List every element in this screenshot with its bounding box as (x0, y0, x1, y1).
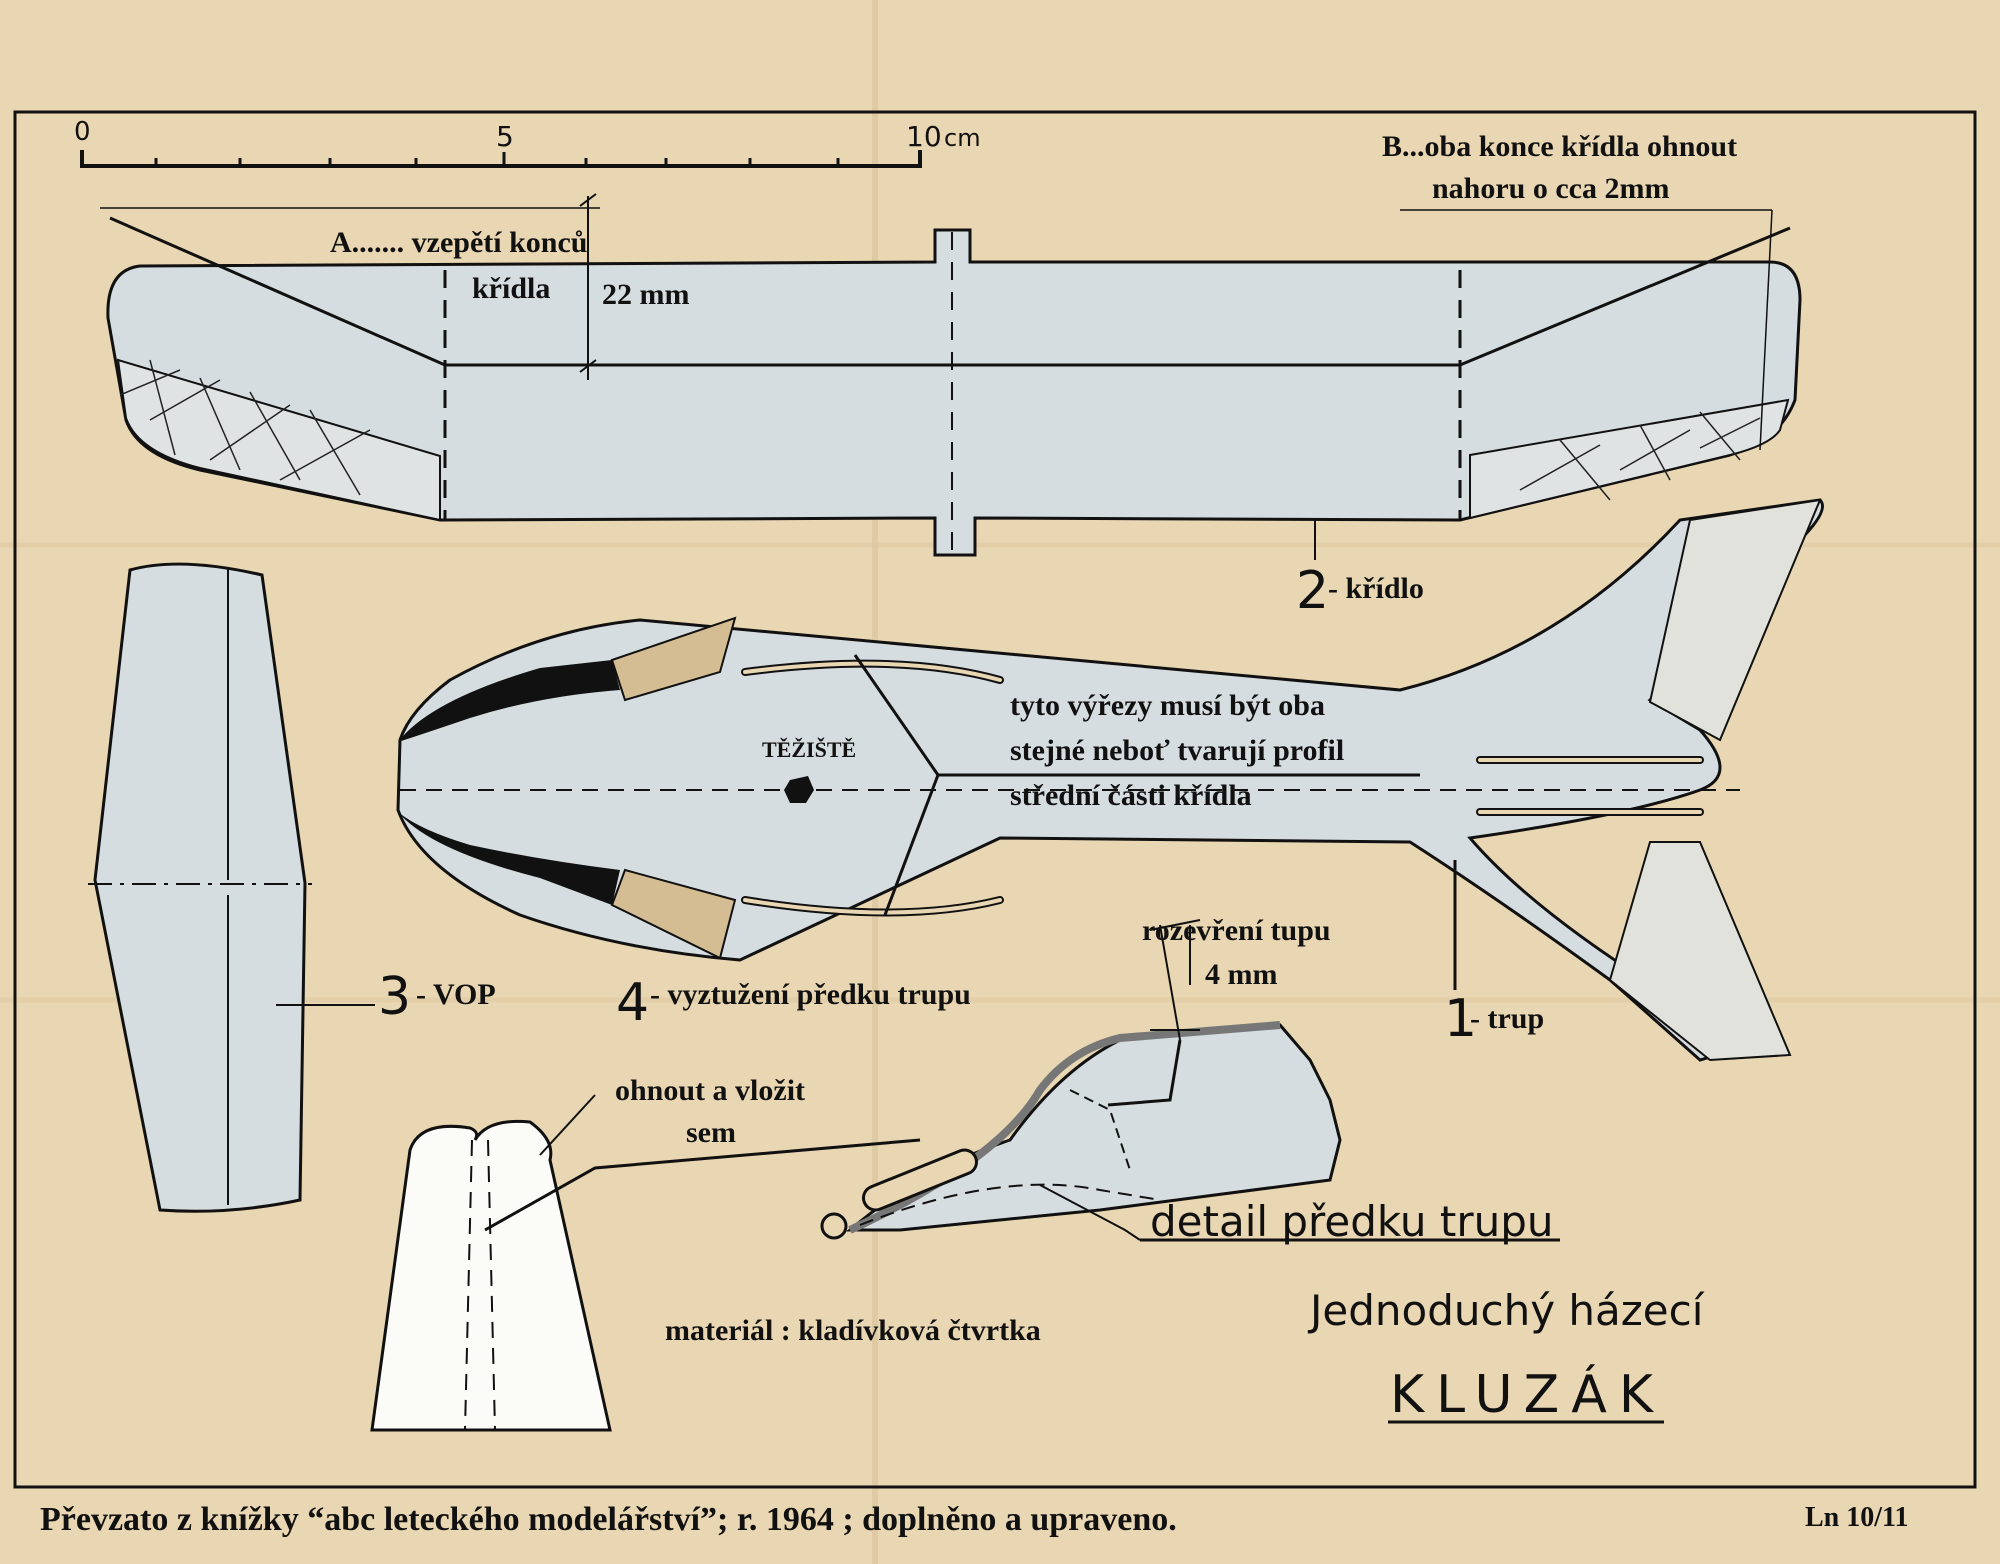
part-2-name: - křídlo (1328, 572, 1424, 605)
stabilizer-part (88, 562, 375, 1213)
reinforcement-upper (610, 616, 737, 702)
annotation-opening-line1: rozevření tupu (1142, 914, 1331, 947)
detail-label: detail předku trupu (1150, 1197, 1554, 1246)
annotation-cutouts-line1: tyto výřezy musí být oba (1010, 689, 1325, 722)
scale-bar: 0 5 10 cm (74, 117, 981, 168)
reinforcement-part (370, 1094, 921, 1432)
footer-code: Ln 10/11 (1805, 1502, 1908, 1533)
title-line2: KLUZÁK (1390, 1364, 1665, 1425)
part-4-number: 4 (616, 973, 649, 1033)
annotation-b-line2: nahoru o cca 2mm (1432, 172, 1669, 205)
part-2-number: 2 (1296, 561, 1329, 621)
annotation-a-dimension: 22 mm (602, 278, 689, 311)
nose-black-lower (398, 812, 620, 905)
annotation-a-line1: A....... vzepětí konců (330, 226, 588, 259)
part-4-name: - vyztužení předku trupu (650, 978, 971, 1011)
part-1-name: - trup (1470, 1002, 1544, 1035)
drawing-frame (13, 110, 1977, 1489)
annotation-material: materiál : kladívková čtvrtka (665, 1314, 1041, 1347)
annotation-cg: TĚŽIŠTĚ (762, 737, 856, 762)
scale-unit: cm (944, 124, 981, 152)
part-3-name: - VOP (416, 978, 496, 1011)
annotation-bend-line2: sem (686, 1116, 736, 1149)
annotation-bend-line1: ohnout a vložit (615, 1074, 805, 1107)
wing-part (100, 193, 1802, 557)
scale-label-0: 0 (74, 117, 91, 147)
scale-label-10: 10 (906, 120, 942, 153)
reinforcement-lower (610, 868, 737, 960)
nose-black-upper (398, 660, 620, 742)
part-1-number: 1 (1444, 989, 1477, 1049)
annotation-opening-line2: 4 mm (1205, 958, 1277, 991)
nose-detail-drawing (820, 919, 1560, 1242)
cg-marker (784, 776, 814, 803)
scale-label-5: 5 (496, 120, 514, 153)
title-line1: Jednoduchý házecí (1307, 1286, 1705, 1335)
annotation-b-line1: B...oba konce křídla ohnout (1382, 130, 1737, 163)
annotation-cutouts-line3: střední části křídla (1010, 779, 1252, 812)
annotation-cutouts-line2: stejné neboť tvarují profil (1010, 734, 1344, 767)
annotation-a-line2: křídla (472, 272, 550, 305)
footer-source: Převzato z knížky “abc leteckého modelář… (40, 1501, 1177, 1538)
fuselage-part (396, 498, 1824, 1062)
part-3-number: 3 (378, 967, 411, 1027)
